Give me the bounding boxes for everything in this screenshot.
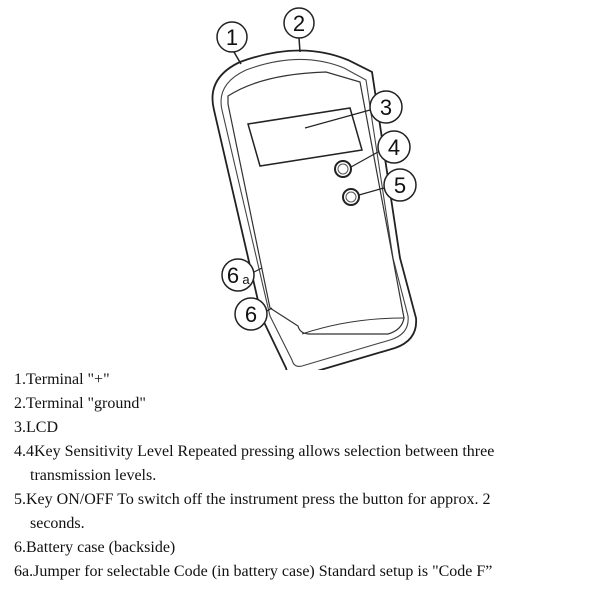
callout-6a-sub: a <box>242 272 250 287</box>
callout-4-label: 4 <box>388 135 400 160</box>
legend-item-6a: 6a.Jumper for selectable Code (in batter… <box>14 563 493 580</box>
sensitivity-key[interactable] <box>334 160 352 178</box>
callout-4: 4 <box>377 130 411 164</box>
callout-6a-label: 6 <box>227 263 239 288</box>
callout-2-label: 2 <box>293 11 305 36</box>
lcd-window <box>247 107 363 167</box>
device-body-outline <box>211 49 418 370</box>
legend-item-4-line2: transmission levels. <box>30 467 157 484</box>
leader-line-1 <box>233 51 242 65</box>
callout-6-label: 6 <box>245 302 257 327</box>
legend-item-5-line1: 5.Key ON/OFF To switch off the instrumen… <box>14 491 491 508</box>
leader-line-6 <box>266 307 273 312</box>
sensitivity-key-inner <box>337 163 349 175</box>
legend-item-1: 1.Terminal "+" <box>14 371 110 388</box>
callout-5: 5 <box>383 168 417 202</box>
leader-line-4 <box>350 151 379 168</box>
leader-line-2 <box>298 37 301 53</box>
legend-item-6: 6.Battery case (backside) <box>14 539 176 556</box>
callout-3: 3 <box>369 90 403 124</box>
parts-legend: 1.Terminal "+" 2.Terminal "ground" 3.LCD… <box>0 368 600 584</box>
device-bottom-curve <box>301 317 405 335</box>
callout-1: 1 <box>216 21 248 53</box>
device-illustration: 1 2 3 4 5 6 a 6 <box>211 7 418 370</box>
legend-item-4: 4.4Key Sensitivity Level Repeated pressi… <box>0 440 600 488</box>
on-off-key[interactable] <box>342 188 360 206</box>
legend-item-4-line1: 4.4Key Sensitivity Level Repeated pressi… <box>14 443 495 460</box>
on-off-key-inner <box>345 191 357 203</box>
legend-item-5-line2: seconds. <box>30 515 85 532</box>
legend-item-2: 2.Terminal "ground" <box>14 395 146 412</box>
callout-2: 2 <box>283 7 315 39</box>
leader-line-5 <box>358 187 385 196</box>
callout-6a: 6 a <box>221 258 255 292</box>
legend-item-5: 5.Key ON/OFF To switch off the instrumen… <box>0 488 600 536</box>
device-body-bevel <box>220 58 409 367</box>
leader-line-6a <box>253 267 263 273</box>
callout-3-label: 3 <box>380 95 392 120</box>
device-front-panel <box>227 71 405 335</box>
leader-line-3 <box>304 109 371 129</box>
legend-item-3: 3.LCD <box>14 419 58 436</box>
callout-6: 6 <box>234 297 268 331</box>
device-diagram: 1 2 3 4 5 6 a 6 <box>211 7 418 370</box>
callout-5-label: 5 <box>394 173 406 198</box>
callout-1-label: 1 <box>226 25 238 50</box>
